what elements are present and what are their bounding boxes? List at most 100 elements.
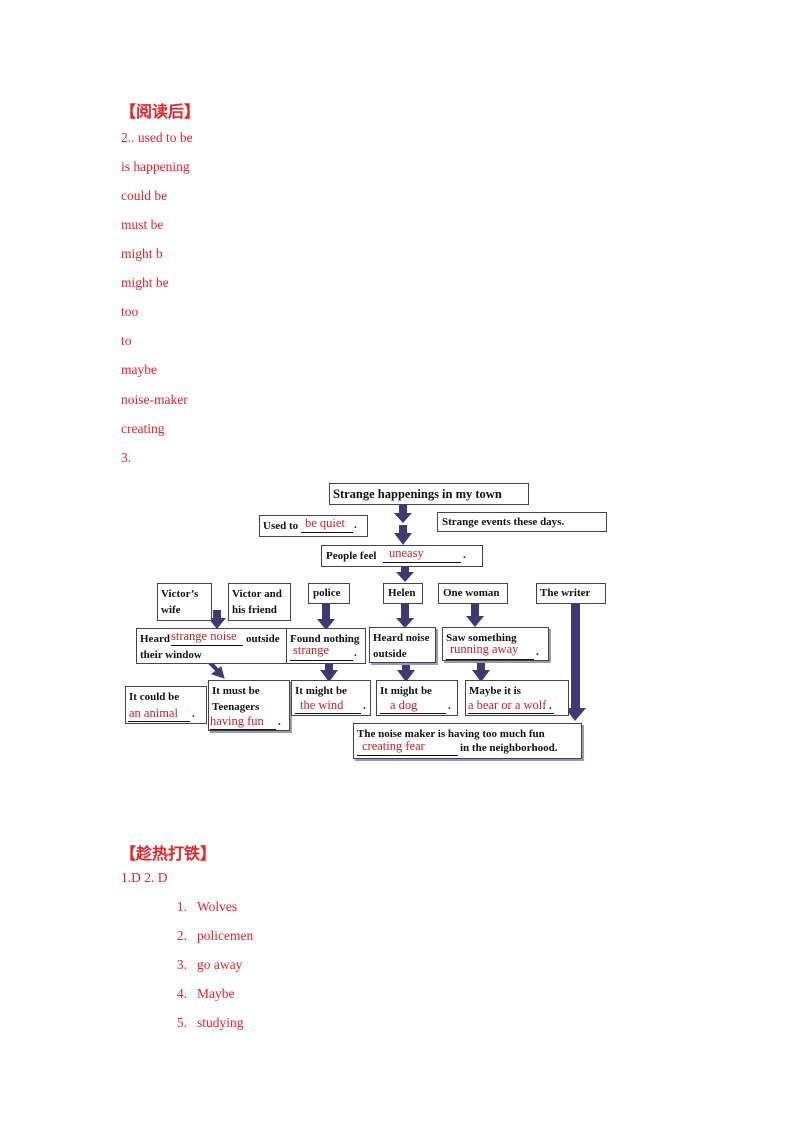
saw-something-underline — [446, 659, 534, 660]
maybe-answer: a bear or a wolf — [468, 698, 547, 712]
might-dog-answer: a dog — [390, 698, 418, 712]
answer-line-6: might be — [121, 275, 169, 290]
might-dog-label: It might be — [380, 685, 432, 697]
noise-maker-suffix: in the neighborhood. — [460, 742, 558, 754]
list-item-text: go away — [197, 957, 243, 972]
used-to-box: Used to — [259, 515, 368, 537]
saw-something-end: . — [536, 646, 539, 658]
heard-suffix: outside their window — [140, 633, 280, 661]
might-dog-underline — [380, 713, 446, 714]
role-victors-wife: Victor’s wife — [157, 583, 212, 621]
saw-something-box: Saw something — [442, 627, 549, 661]
maybe-end: . — [549, 700, 552, 712]
used-to-answer: be quiet — [305, 516, 345, 530]
role-victor-friend-text: Victor and his friend — [232, 588, 282, 616]
list-item-text: policemen — [197, 928, 254, 943]
answer-line-10: noise-maker — [121, 392, 188, 407]
might-wind-box: It might be — [291, 680, 371, 716]
must-be-answer: having fun — [210, 714, 264, 728]
heard-answer: strange noise — [171, 629, 237, 643]
found-nothing-label: Found nothing — [290, 633, 360, 645]
list-item-text: Wolves — [197, 899, 238, 914]
found-nothing-end: . — [354, 647, 357, 659]
role-police-text: police — [313, 587, 341, 599]
could-be-end: . — [192, 708, 195, 720]
answer-line-3: could be — [121, 188, 168, 203]
diagram-title: Strange happenings in my town — [333, 487, 502, 501]
arrow-found-to-wind — [320, 662, 338, 682]
used-to-underline — [301, 532, 353, 533]
role-helen-text: Helen — [388, 587, 416, 599]
must-be-underline — [210, 729, 276, 730]
maybe-underline — [468, 713, 554, 714]
role-one-woman-text: One woman — [443, 587, 500, 599]
strange-events-box: Strange events these days. — [437, 512, 607, 532]
answer-line-11: creating — [121, 421, 165, 436]
after-reading-heading: 【阅读后】 — [120, 104, 201, 121]
might-wind-end: . — [363, 700, 366, 712]
answer-line-12: 3. — [121, 450, 132, 465]
arrow-woman-to-saw — [466, 603, 484, 627]
people-feel-end: . — [463, 549, 466, 561]
maybe-label: Maybe it is — [469, 685, 521, 697]
answer-line-7: too — [121, 304, 139, 319]
role-victor-friend: Victor and his friend — [228, 583, 291, 621]
found-nothing-underline — [290, 660, 353, 661]
arrow-writer-down — [565, 602, 586, 721]
heard-underline — [171, 645, 243, 646]
answer-line-5: might b — [121, 246, 163, 261]
list-item-number: 1. — [176, 899, 187, 914]
list-item-number: 2. — [176, 928, 187, 943]
role-writer-text: The writer — [540, 587, 591, 599]
arrow-wife-to-heard — [208, 610, 226, 629]
must-be-box: It must be Teenagers — [208, 680, 290, 731]
answer-line-9: maybe — [121, 362, 157, 377]
strange-events-text: Strange events these days. — [442, 516, 565, 528]
role-one-woman: One woman — [438, 583, 508, 604]
found-nothing-box: Found nothing — [286, 628, 366, 664]
strike-answers-line: 1.D 2. D — [121, 870, 168, 885]
noise-maker-underline — [357, 755, 458, 756]
arrow-police-to-found — [317, 604, 335, 630]
heard-prefix: Heard — [140, 633, 170, 645]
maybe-box: Maybe it is — [465, 680, 569, 716]
might-wind-underline — [295, 713, 361, 714]
answer-line-2: is happening — [121, 159, 190, 174]
heard-noise-box: Heard noise outside — [369, 627, 436, 663]
role-victors-wife-text: Victor’s wife — [161, 588, 199, 616]
role-writer: The writer — [536, 583, 606, 604]
might-dog-end: . — [448, 700, 451, 712]
heard-noise-text: Heard noise outside — [373, 632, 430, 660]
found-nothing-answer: strange — [293, 643, 330, 657]
noise-maker-answer: creating fear — [362, 739, 425, 753]
noise-maker-box: The noise maker is having too much fun — [353, 723, 582, 759]
might-wind-answer: the wind — [300, 698, 344, 712]
role-police: police — [308, 583, 350, 604]
could-be-box: It could be — [125, 686, 207, 724]
must-be-label: It must be Teenagers — [212, 685, 260, 713]
people-feel-box: People feel — [321, 545, 483, 567]
list-item-number: 4. — [176, 986, 187, 1001]
people-feel-label: People feel — [326, 550, 377, 562]
arrow-title-down-2 — [394, 525, 412, 545]
list-item-text: studying — [197, 1015, 244, 1030]
arrow-saw-to-maybe — [472, 660, 490, 682]
saw-something-label: Saw something — [446, 632, 517, 644]
could-be-underline — [128, 721, 190, 722]
might-dog-box: It might be — [376, 680, 458, 716]
answer-line-1: 2.. used to be — [121, 130, 193, 145]
arrow-helen-to-noise — [396, 604, 414, 628]
diagram-title-box: Strange happenings in my town — [329, 483, 529, 505]
list-item-number: 5. — [176, 1015, 187, 1030]
answer-line-8: to — [121, 333, 132, 348]
arrow-noise-to-dog — [397, 662, 415, 682]
might-wind-label: It might be — [295, 685, 347, 697]
could-be-label: It could be — [129, 691, 180, 703]
could-be-answer: an animal — [129, 706, 178, 720]
list-item-text: Maybe — [197, 986, 235, 1001]
list-item-number: 3. — [176, 957, 187, 972]
arrow-title-down-1 — [394, 504, 412, 523]
people-feel-answer: uneasy — [389, 546, 424, 560]
role-helen: Helen — [383, 583, 423, 604]
used-to-end: . — [354, 519, 357, 531]
